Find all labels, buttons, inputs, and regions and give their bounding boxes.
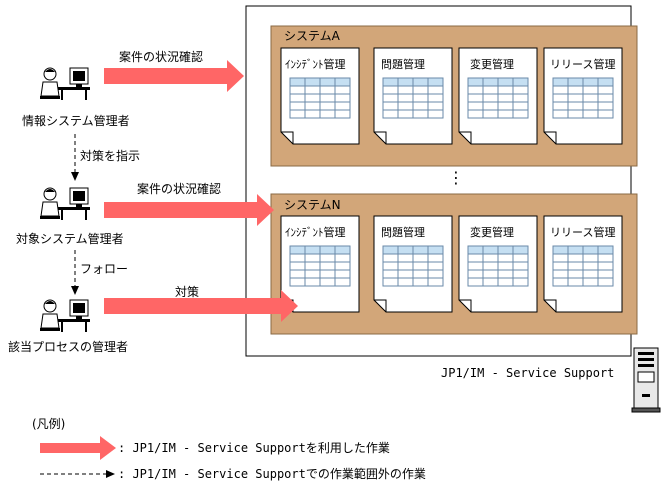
status-check-label-1: 案件の状況確認: [119, 50, 204, 64]
server-icon: [631, 347, 661, 413]
ellipsis: ⋮: [448, 168, 464, 187]
document-label: 変更管理: [470, 58, 514, 71]
document-sheet: [543, 215, 623, 313]
legend-solid-arrow: [40, 436, 116, 460]
instruct-label: 対策を指示: [80, 149, 141, 163]
countermeasure-label: 対策: [175, 285, 200, 299]
document-label: 問題管理: [381, 226, 425, 239]
documents-layer: [280, 47, 623, 313]
document-sheet: [280, 215, 360, 313]
admin-person-icon: [39, 187, 91, 221]
actor-label: 対象システム管理者: [16, 232, 124, 246]
actor-label: 該当プロセスの管理者: [8, 340, 129, 354]
countermeasure-arrow: [104, 290, 298, 322]
legend-solid-text: : JP1/IM - Service Supportを利用した作業: [118, 441, 390, 455]
admin-person-icon: [39, 67, 91, 101]
follow-label: フォロー: [80, 262, 129, 276]
document-sheet: [373, 215, 453, 313]
status-check-label-2: 案件の状況確認: [137, 182, 222, 196]
document-sheet: [373, 47, 453, 145]
status-check-arrow-2: [104, 194, 274, 226]
document-sheet: [458, 215, 538, 313]
system-a-title: システムA: [284, 29, 340, 43]
document-label: ｲﾝｼﾃﾞﾝﾄ管理: [285, 58, 346, 71]
document-sheet: [458, 47, 538, 145]
actor-label: 情報システム管理者: [22, 114, 130, 128]
product-label: JP1/IM - Service Support: [441, 366, 615, 380]
admin-person-icon: [39, 299, 91, 333]
document-label: 問題管理: [381, 58, 425, 71]
document-sheet: [543, 47, 623, 145]
legend-dashed-text: : JP1/IM - Service Supportでの作業範囲外の作業: [118, 467, 426, 481]
document-label: 変更管理: [470, 226, 514, 239]
document-label: ｲﾝｼﾃﾞﾝﾄ管理: [285, 226, 346, 239]
system-n-title: システムN: [284, 198, 341, 212]
document-label: リリース管理: [550, 226, 616, 239]
document-sheet: [280, 47, 360, 145]
document-label: リリース管理: [550, 58, 616, 71]
legend-title: (凡例): [32, 417, 66, 431]
status-check-arrow-1: [104, 60, 244, 92]
